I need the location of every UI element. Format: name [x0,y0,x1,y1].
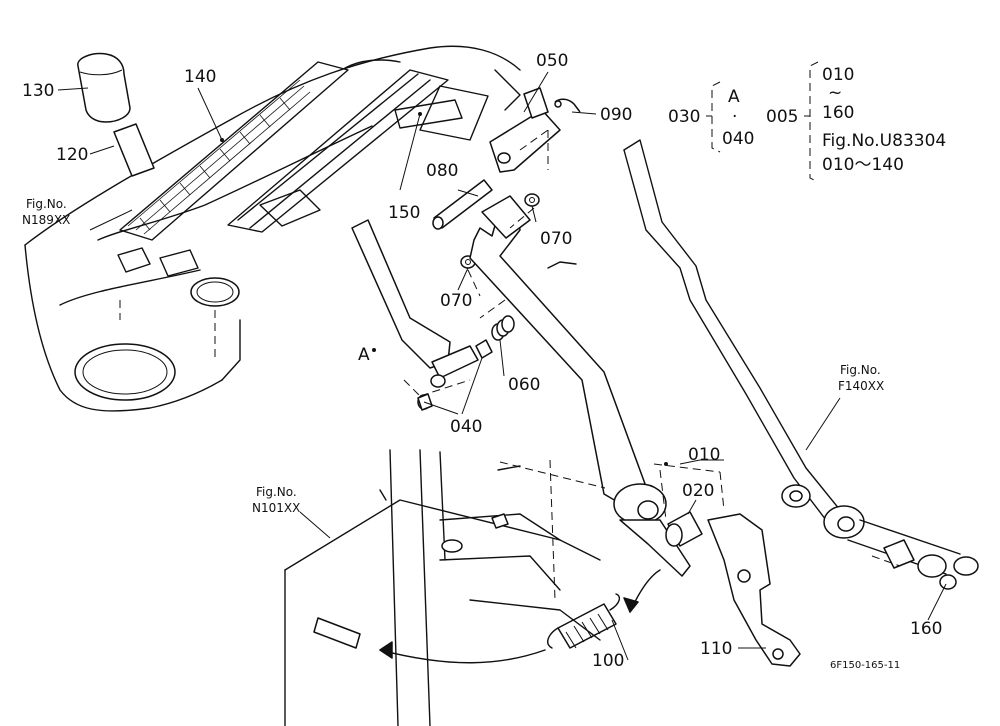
callout-060: 060 [508,375,540,395]
ref-f140-line2: F140XX [838,379,884,393]
marker-a: A [358,345,370,365]
legend-030-top: A [728,87,740,107]
spring-060 [491,315,515,341]
callout-120: 120 [56,145,88,165]
callout-050: 050 [536,51,568,71]
leader-lines [57,71,947,661]
legend-braces [706,61,819,183]
callout-140: 140 [184,67,216,87]
legend-005-line5: 010～140 [822,155,904,175]
legend-030-mid: · [732,107,737,127]
legend-030-bottom: 040 [722,129,754,149]
ref-n189-line2: N189XX [22,213,70,227]
grip-sleeve [113,123,155,177]
legend-005-line3: 160 [822,103,854,123]
grip-knob [77,52,131,123]
callout-100: 100 [592,651,624,671]
lever-f140-reference [623,139,979,590]
callout-070-lower: 070 [440,291,472,311]
legend-005-line4: Fig.No.U83304 [822,131,946,151]
bushing-020 [665,511,703,547]
ref-f140-line1: Fig.No. [840,363,881,377]
callout-labels: 130 120 140 150 050 090 080 070 070 060 … [22,51,942,671]
callout-160: 160 [910,619,942,639]
ref-n189-line1: Fig.No. [26,197,67,211]
assembly-dashed-lines [403,129,901,567]
callout-150: 150 [388,203,420,223]
bracket-110 [707,513,801,667]
callout-020: 020 [682,481,714,501]
frame-n101-reference [284,449,606,726]
install-arrows [379,569,661,664]
legend-005-line2: ~ [828,83,842,103]
fender-console-panel [24,45,521,412]
callout-110: 110 [700,639,732,659]
legend-030-label: 030 [668,107,700,127]
drawing-code: 6F150-165-11 [830,660,900,671]
reference-labels: Fig.No. N189XX Fig.No. N101XX Fig.No. F1… [22,197,884,515]
ref-n101-line2: N101XX [252,501,300,515]
legend-005-line1: 010 [822,65,854,85]
bracket-050 [489,87,561,173]
callout-040: 040 [450,417,482,437]
ref-n101-line1: Fig.No. [256,485,297,499]
callout-130: 130 [22,81,54,101]
legend-005-label: 005 [766,107,798,127]
pin-080 [432,179,493,230]
console-slot-hatch [127,79,311,235]
callout-010: 010 [688,445,720,465]
pin-090 [554,98,581,113]
callout-080: 080 [426,161,458,181]
assembly-legend: 030 A · 040 005 010 ~ 160 Fig.No.U83304 … [668,65,946,175]
nut-070-upper [524,193,540,207]
spring-100 [547,593,621,649]
lever-rod-a [351,219,479,388]
callout-070-upper: 070 [540,229,572,249]
callout-090: 090 [600,105,632,125]
lever-010 [469,195,691,577]
